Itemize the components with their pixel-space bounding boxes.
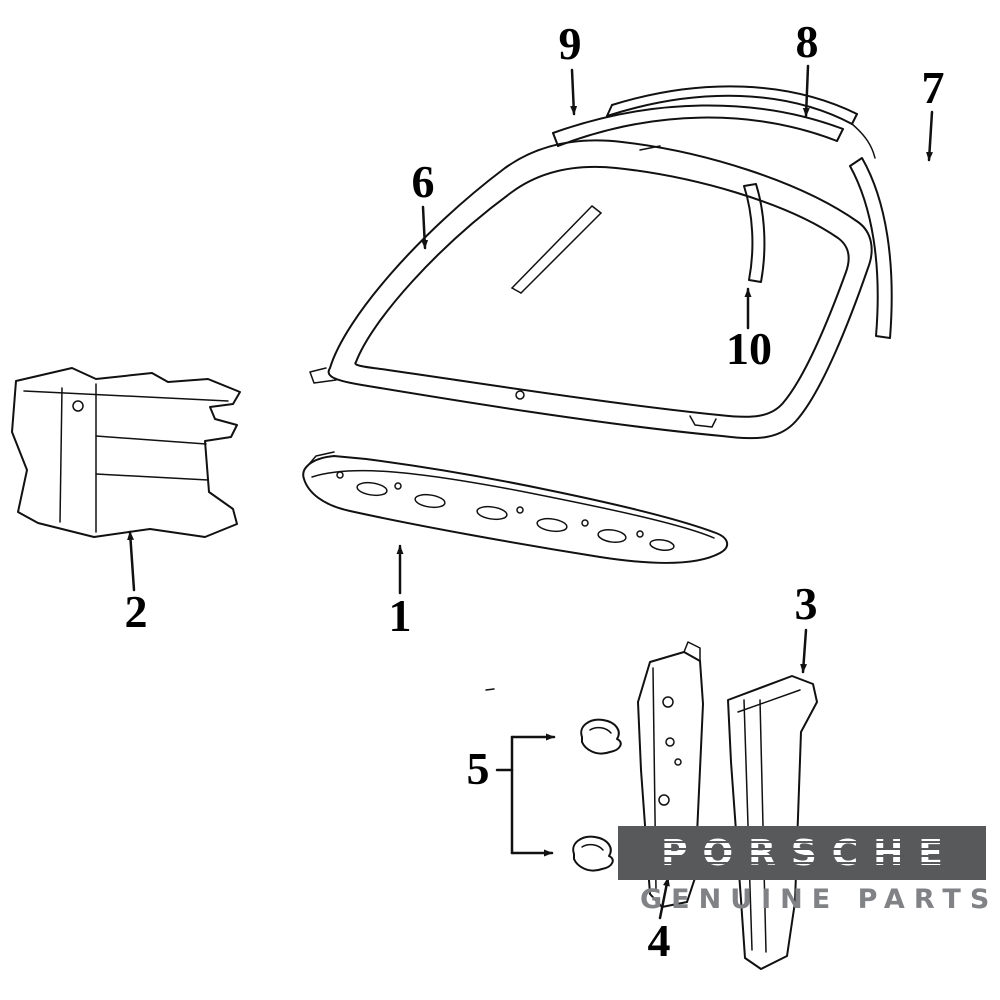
callout-2: 2 [124, 586, 148, 637]
callout-10: 10 [726, 323, 772, 374]
callout-9: 9 [558, 18, 582, 69]
tick-mark [485, 688, 495, 691]
brand-logotype: PORSCHE [661, 832, 958, 874]
upper-molding-front-art [552, 104, 844, 147]
callout-3: 3 [794, 578, 818, 629]
brand-banner: PORSCHE [618, 826, 986, 880]
brand-subtitle: GENUINE PARTS [640, 884, 999, 915]
callout-5: 5 [466, 743, 490, 794]
upper-molding-rear-art [606, 85, 876, 159]
cowl-panel-art [302, 451, 728, 564]
callout-7: 7 [921, 62, 945, 113]
clip-lower-art [572, 835, 614, 872]
cowl-side-panel-art [11, 367, 241, 538]
pillar-molding-art [743, 183, 766, 283]
callout-arrows [127, 64, 934, 920]
callout-4: 4 [647, 915, 671, 966]
clip-upper-art [580, 718, 622, 755]
side-molding-art [849, 157, 893, 339]
callout-1: 1 [388, 590, 412, 641]
callout-6: 6 [411, 156, 435, 207]
windshield-frame-art [309, 139, 873, 440]
callout-8: 8 [795, 16, 819, 67]
quarter-pillar-panel-art [727, 675, 818, 970]
